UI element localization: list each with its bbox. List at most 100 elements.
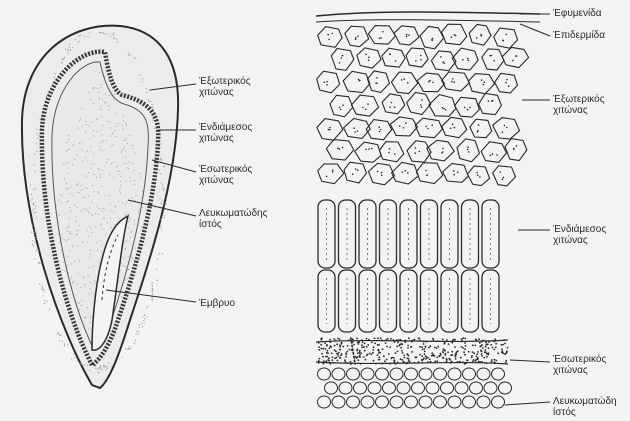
stipple-dot xyxy=(356,338,358,340)
stipple-dot xyxy=(372,352,374,354)
stipple-dot xyxy=(126,124,127,125)
stipple-dot xyxy=(380,337,382,339)
stipple-dot xyxy=(80,190,81,191)
stipple-dot xyxy=(102,125,103,126)
cell-granule xyxy=(481,35,483,37)
stipple-dot xyxy=(81,305,82,306)
stipple-dot xyxy=(91,122,92,123)
stipple-dot xyxy=(88,212,89,213)
stipple-dot xyxy=(481,353,483,355)
stipple-dot xyxy=(135,58,136,59)
stipple-dot xyxy=(77,302,78,303)
stipple-dot xyxy=(105,234,106,235)
label-line: ίστός xyxy=(199,219,267,230)
stipple-dot xyxy=(128,53,129,54)
stipple-dot xyxy=(134,180,135,181)
stipple-dot xyxy=(121,296,122,297)
stipple-dot xyxy=(323,360,325,362)
cell-granule xyxy=(454,127,456,129)
stipple-dot xyxy=(483,357,485,359)
cell-granule xyxy=(332,169,334,171)
stipple-dot xyxy=(80,363,81,364)
stipple-dot xyxy=(504,343,506,345)
stipple-dot xyxy=(144,315,145,316)
stipple-dot xyxy=(116,167,117,168)
cell-granule xyxy=(382,31,384,33)
stipple-dot xyxy=(398,345,400,347)
cell-granule xyxy=(429,80,431,82)
stipple-dot xyxy=(455,356,457,358)
stipple-dot xyxy=(136,334,137,335)
stipple-dot xyxy=(69,250,70,251)
stipple-dot xyxy=(85,121,86,122)
stipple-dot xyxy=(83,142,84,143)
cell-granule xyxy=(491,100,493,102)
stipple-dot xyxy=(414,356,416,358)
stipple-dot xyxy=(485,346,487,348)
stipple-dot xyxy=(76,207,77,208)
stipple-dot xyxy=(35,212,36,213)
stipple-dot xyxy=(106,162,107,163)
endosperm-cell xyxy=(318,368,331,380)
stipple-dot xyxy=(471,355,473,357)
stipple-dot xyxy=(142,78,143,79)
stipple-dot xyxy=(108,362,109,363)
stipple-dot xyxy=(64,345,65,346)
stipple-dot xyxy=(33,230,34,231)
stipple-dot xyxy=(336,357,338,359)
stipple-dot xyxy=(98,372,99,373)
cell-granule xyxy=(506,79,508,81)
stipple-dot xyxy=(84,286,85,287)
stipple-dot xyxy=(70,233,71,234)
stipple-dot xyxy=(93,103,94,104)
stipple-dot xyxy=(68,135,69,136)
stipple-dot xyxy=(160,159,161,160)
stipple-dot xyxy=(419,346,421,348)
stipple-dot xyxy=(98,191,99,192)
stipple-dot xyxy=(325,348,327,350)
stipple-dot xyxy=(75,39,76,40)
stipple-dot xyxy=(90,288,91,289)
stipple-dot xyxy=(33,189,34,190)
stipple-dot xyxy=(146,88,147,89)
stipple-dot xyxy=(476,353,478,355)
stipple-dot xyxy=(84,36,85,37)
stipple-dot xyxy=(101,87,102,88)
stipple-dot xyxy=(386,359,388,361)
stipple-dot xyxy=(79,303,80,304)
seed-drawing xyxy=(22,26,196,388)
label-line: χιτώνας xyxy=(553,235,606,246)
stipple-dot xyxy=(404,357,406,359)
stipple-dot xyxy=(32,198,33,199)
stipple-dot xyxy=(434,361,436,363)
stipple-dot xyxy=(327,359,329,361)
stipple-dot xyxy=(365,359,367,361)
stipple-dot xyxy=(90,146,91,147)
endosperm-cell xyxy=(455,382,468,394)
stipple-dot xyxy=(88,276,89,277)
stipple-dot xyxy=(54,73,55,74)
stipple-dot xyxy=(34,164,35,165)
stipple-dot xyxy=(119,293,120,294)
stipple-dot xyxy=(81,108,82,109)
cell-granule xyxy=(478,124,480,126)
stipple-dot xyxy=(129,177,130,178)
stipple-dot xyxy=(424,351,426,353)
stipple-dot xyxy=(124,147,125,148)
stipple-dot xyxy=(64,270,65,271)
cell-granule xyxy=(405,170,407,172)
stipple-dot xyxy=(357,343,359,345)
label-line: ίστός xyxy=(553,407,617,418)
stipple-dot xyxy=(321,353,323,355)
stipple-dot xyxy=(118,290,119,291)
stipple-dot xyxy=(114,130,115,131)
stipple-dot xyxy=(127,143,128,144)
stipple-dot xyxy=(383,355,385,357)
stipple-dot xyxy=(125,123,126,124)
cell-granule xyxy=(408,34,410,36)
stipple-dot xyxy=(444,342,446,344)
stipple-dot xyxy=(378,357,380,359)
stipple-dot xyxy=(164,217,165,218)
cell-granule xyxy=(381,172,383,174)
